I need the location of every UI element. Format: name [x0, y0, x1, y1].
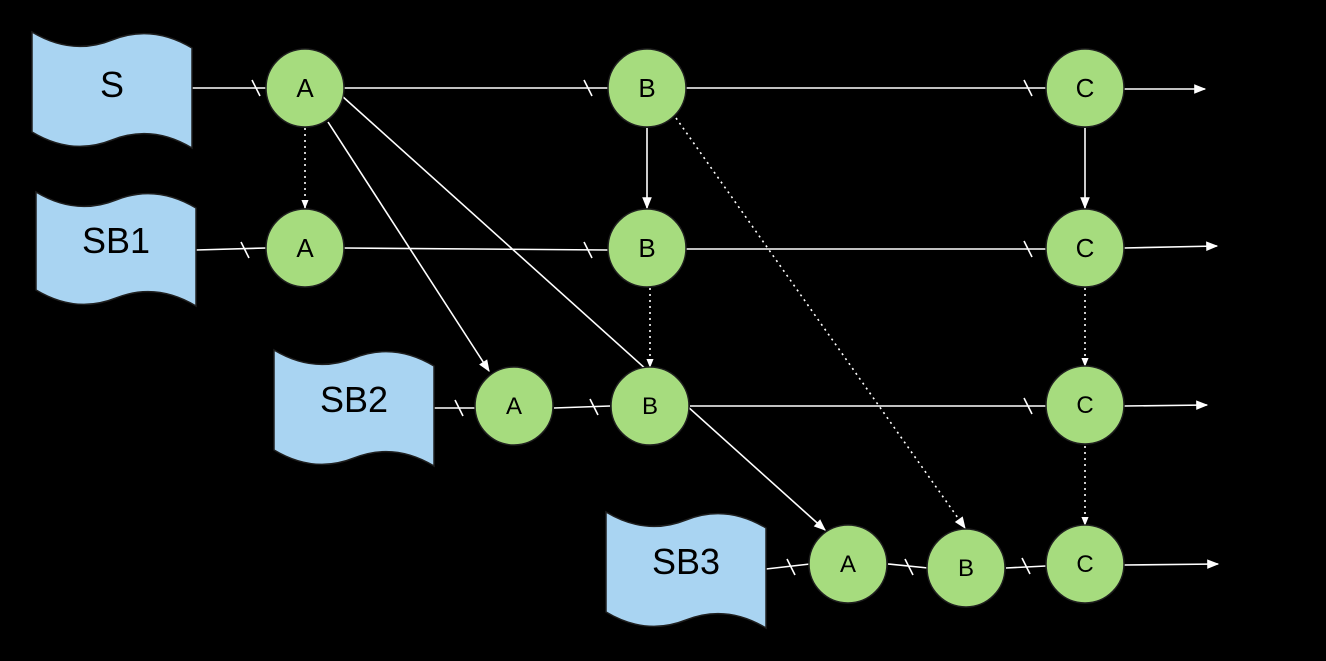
- edge-SB3-C-out: [1123, 559, 1220, 569]
- wave-shape: [35, 190, 197, 308]
- edge-SB2-C-out: [1123, 400, 1209, 410]
- node-label: B: [642, 393, 658, 420]
- node-label: C: [1076, 73, 1095, 103]
- source-label: SB1: [82, 220, 150, 261]
- break-tick: [1021, 557, 1031, 575]
- break-tick: [1023, 79, 1033, 97]
- node-label: C: [1076, 233, 1095, 263]
- node-label: B: [638, 233, 655, 263]
- node-SB2-C: C: [1045, 365, 1125, 445]
- break-tick: [1023, 240, 1033, 258]
- wave-shape: [273, 348, 435, 468]
- row-lines: [192, 79, 1220, 576]
- node-label: A: [296, 73, 314, 103]
- node-label: A: [840, 551, 856, 578]
- edge-SB1-A-to-B: [343, 247, 609, 251]
- source-label: SB2: [320, 379, 388, 420]
- wave-shape: [605, 510, 767, 630]
- node-S-B: B: [607, 48, 687, 128]
- source-label: SB3: [652, 541, 720, 582]
- edge-SB1-C-out: [1123, 241, 1219, 252]
- break-tick: [904, 558, 914, 576]
- nodes: A B C A B C A B: [265, 48, 1125, 608]
- node-S-A: A: [265, 48, 345, 128]
- break-tick: [583, 241, 593, 259]
- node-SB3-C: C: [1045, 524, 1125, 604]
- node-SB1-A: A: [265, 208, 345, 288]
- node-SB3-B: B: [926, 528, 1006, 608]
- edge-S-B-to-SB3-B: [675, 117, 966, 529]
- edge-SB1-source-to-A: [195, 247, 267, 251]
- edge-S-A-to-SB3-A: [341, 95, 826, 531]
- node-label: A: [296, 233, 314, 263]
- break-tick: [589, 398, 599, 416]
- node-SB1-C: C: [1045, 208, 1125, 288]
- node-label: C: [1076, 551, 1093, 578]
- edge-SB2-A-to-B: [553, 405, 611, 409]
- edge-S-A-to-SB2-A: [327, 121, 490, 373]
- edge-SB3-source-to-A: [765, 563, 811, 570]
- node-SB2-B: B: [610, 366, 690, 446]
- node-SB2-A: A: [474, 366, 554, 446]
- break-tick: [786, 558, 796, 576]
- source-SB3: SB3: [605, 510, 767, 630]
- break-tick: [454, 399, 464, 417]
- cross-edges: [301, 95, 1090, 531]
- break-tick: [251, 79, 261, 97]
- node-S-C: C: [1045, 48, 1125, 128]
- node-SB3-A: A: [808, 524, 888, 604]
- source-label: S: [100, 64, 124, 105]
- break-tick: [1023, 397, 1033, 415]
- node-label: C: [1076, 392, 1093, 419]
- source-SB1: SB1: [35, 190, 197, 308]
- wave-shape: [31, 30, 193, 150]
- node-label: B: [638, 73, 655, 103]
- source-S: S: [31, 30, 193, 150]
- node-label: B: [958, 555, 974, 582]
- node-label: A: [506, 393, 522, 420]
- source-SB2: SB2: [273, 348, 435, 468]
- node-SB1-B: B: [607, 208, 687, 288]
- break-tick: [583, 79, 593, 97]
- break-tick: [240, 241, 250, 259]
